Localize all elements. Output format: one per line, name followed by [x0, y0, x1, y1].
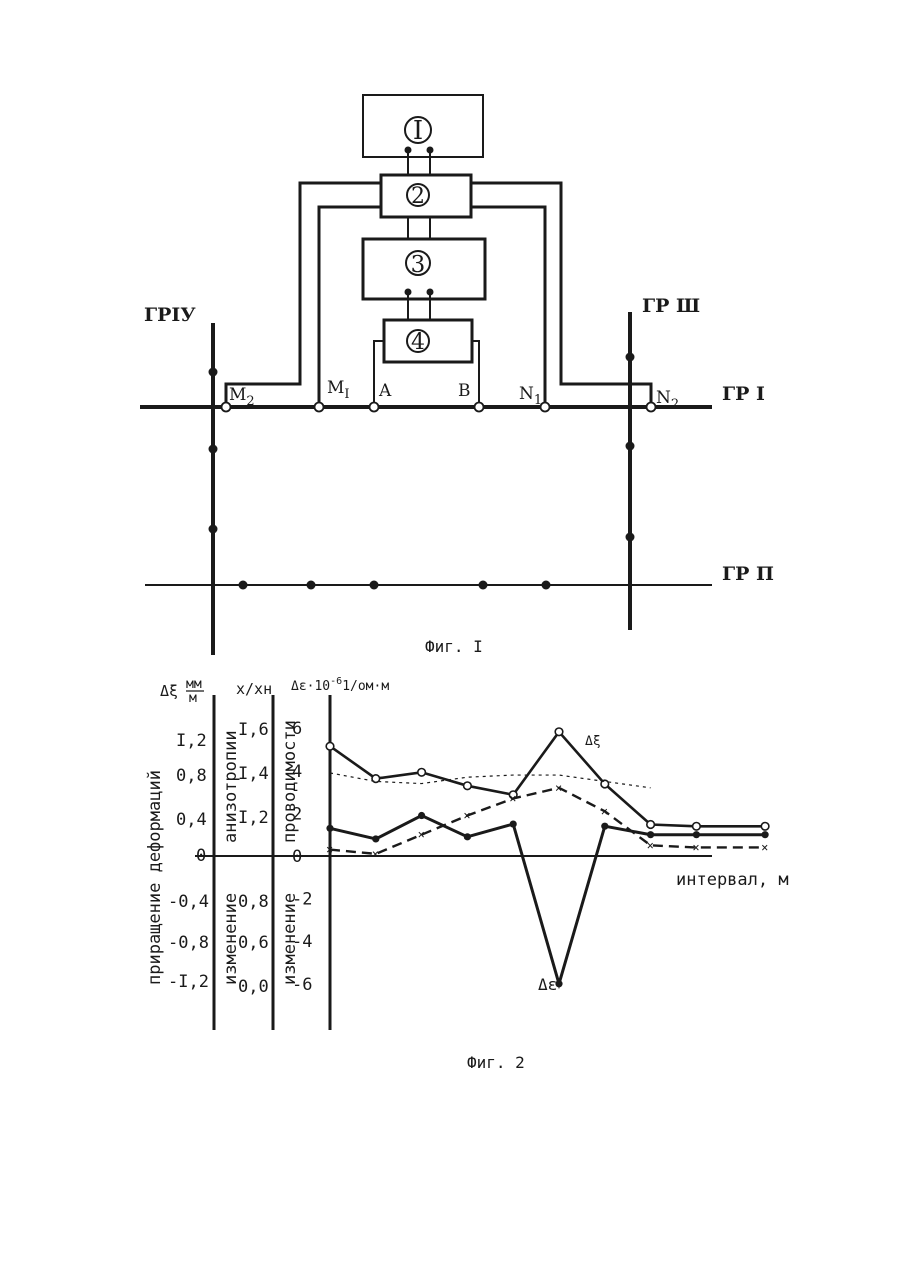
- tick-deformation-5: -0,4: [168, 892, 209, 912]
- tick-deformation-3: 0,4: [176, 810, 207, 830]
- series-deformation-point: [555, 728, 563, 736]
- electrode-b: [475, 403, 484, 412]
- figure-1-caption: Фиг. I: [425, 637, 483, 656]
- tick-anisotropy-6: 0,0: [238, 977, 269, 997]
- series-deformation-point: [326, 742, 334, 750]
- axis-deformation-unit-bottom: м: [189, 691, 197, 706]
- electrode-n2: [647, 403, 656, 412]
- series-deformation-point: [761, 823, 769, 831]
- tick-conductivity-2: 4: [292, 762, 302, 782]
- label-gr3: ГР Ш: [642, 295, 700, 317]
- tick-anisotropy-5: 0,6: [238, 933, 269, 953]
- tick-deformation-4: 0: [196, 846, 206, 866]
- series-anisotropy-point: ×: [463, 809, 470, 823]
- axis-deformation-title: приращение деформаций: [145, 770, 165, 985]
- series-label-deformation: Δξ: [585, 734, 601, 749]
- label-b: B: [458, 381, 471, 401]
- series-conductivity-point: [693, 831, 700, 838]
- axis-deformation-unit: Δξ: [160, 682, 178, 700]
- electrode-a: [370, 403, 379, 412]
- series-label-conductivity: Δε: [538, 975, 557, 994]
- series-anisotropy-point: ×: [692, 840, 699, 854]
- series-anisotropy-line: [330, 788, 765, 854]
- electrode-m1: [315, 403, 324, 412]
- chart-plot-area: × × × × × × × × × ×: [326, 728, 769, 987]
- series-deformation-point: [418, 769, 426, 777]
- series-anisotropy-point: ×: [555, 781, 562, 795]
- series-conductivity-point: [762, 831, 769, 838]
- tick-conductivity-4: 0: [292, 847, 302, 867]
- tick-deformation-2: 0,8: [176, 766, 207, 786]
- tick-conductivity-6: -4: [292, 932, 312, 952]
- figure-2-caption: Фиг. 2: [467, 1053, 525, 1072]
- label-n1: N1: [519, 384, 542, 408]
- figure-2: Δξ мм м x/xн Δε·10-61/ом·м приращение де…: [145, 676, 789, 1072]
- series-anisotropy-point: ×: [372, 847, 379, 861]
- series-anisotropy-point: ×: [326, 843, 333, 857]
- series-conductivity-point: [464, 833, 471, 840]
- tick-anisotropy-4: 0,8: [238, 892, 269, 912]
- series-conductivity-point: [418, 812, 425, 819]
- tick-anisotropy-3: I,2: [238, 808, 269, 828]
- tick-deformation-6: -0,8: [168, 933, 209, 953]
- block-3-label: 3: [411, 252, 426, 278]
- block-1-label: I: [413, 116, 423, 146]
- figure-1: I 2 3 4: [140, 95, 774, 656]
- tick-conductivity-5: -2: [292, 890, 312, 910]
- series-conductivity-point: [326, 825, 333, 832]
- tick-anisotropy-1: I,6: [238, 720, 269, 740]
- label-m1: MI: [327, 378, 350, 402]
- axis-conductivity-unit: Δε·10-61/ом·м: [291, 676, 389, 694]
- series-deformation-point: [693, 823, 701, 831]
- axis-deformation-unit-top: мм: [186, 677, 202, 692]
- block-2-label: 2: [411, 184, 425, 209]
- series-anisotropy-point: ×: [418, 828, 425, 842]
- block-4-label: 4: [411, 330, 425, 355]
- series-anisotropy-point: ×: [761, 840, 768, 854]
- tick-deformation-7: -I,2: [168, 972, 209, 992]
- tick-conductivity-3: 2: [292, 804, 302, 824]
- series-conductivity-line: [330, 816, 765, 984]
- block-connectors: [405, 147, 434, 321]
- series-conductivity-point: [372, 835, 379, 842]
- series-deformation-line: [330, 732, 765, 827]
- series-anisotropy-point: ×: [509, 791, 516, 805]
- tick-deformation-1: I,2: [176, 731, 207, 751]
- series-deformation-point: [647, 821, 655, 829]
- label-gr2: ГР П: [722, 563, 774, 585]
- series-conductivity-point: [601, 823, 608, 830]
- block-2: [381, 175, 471, 217]
- tick-conductivity-7: -6: [292, 975, 312, 995]
- axis-anisotropy-unit: x/xн: [236, 680, 272, 698]
- label-a: A: [378, 381, 392, 401]
- series-conductivity-point: [510, 820, 517, 827]
- label-gr4: ГРIУ: [144, 304, 196, 326]
- series-anisotropy-point: ×: [647, 838, 654, 852]
- tick-conductivity-1: 6: [292, 719, 302, 739]
- x-axis-label: интервал, м: [676, 870, 789, 890]
- measurement-points: [209, 353, 635, 590]
- tick-anisotropy-2: I,4: [238, 764, 269, 784]
- series-anisotropy-point: ×: [601, 804, 608, 818]
- series-deformation-point: [464, 782, 472, 790]
- label-gr1: ГР I: [722, 383, 765, 405]
- series-conductivity-point: [647, 831, 654, 838]
